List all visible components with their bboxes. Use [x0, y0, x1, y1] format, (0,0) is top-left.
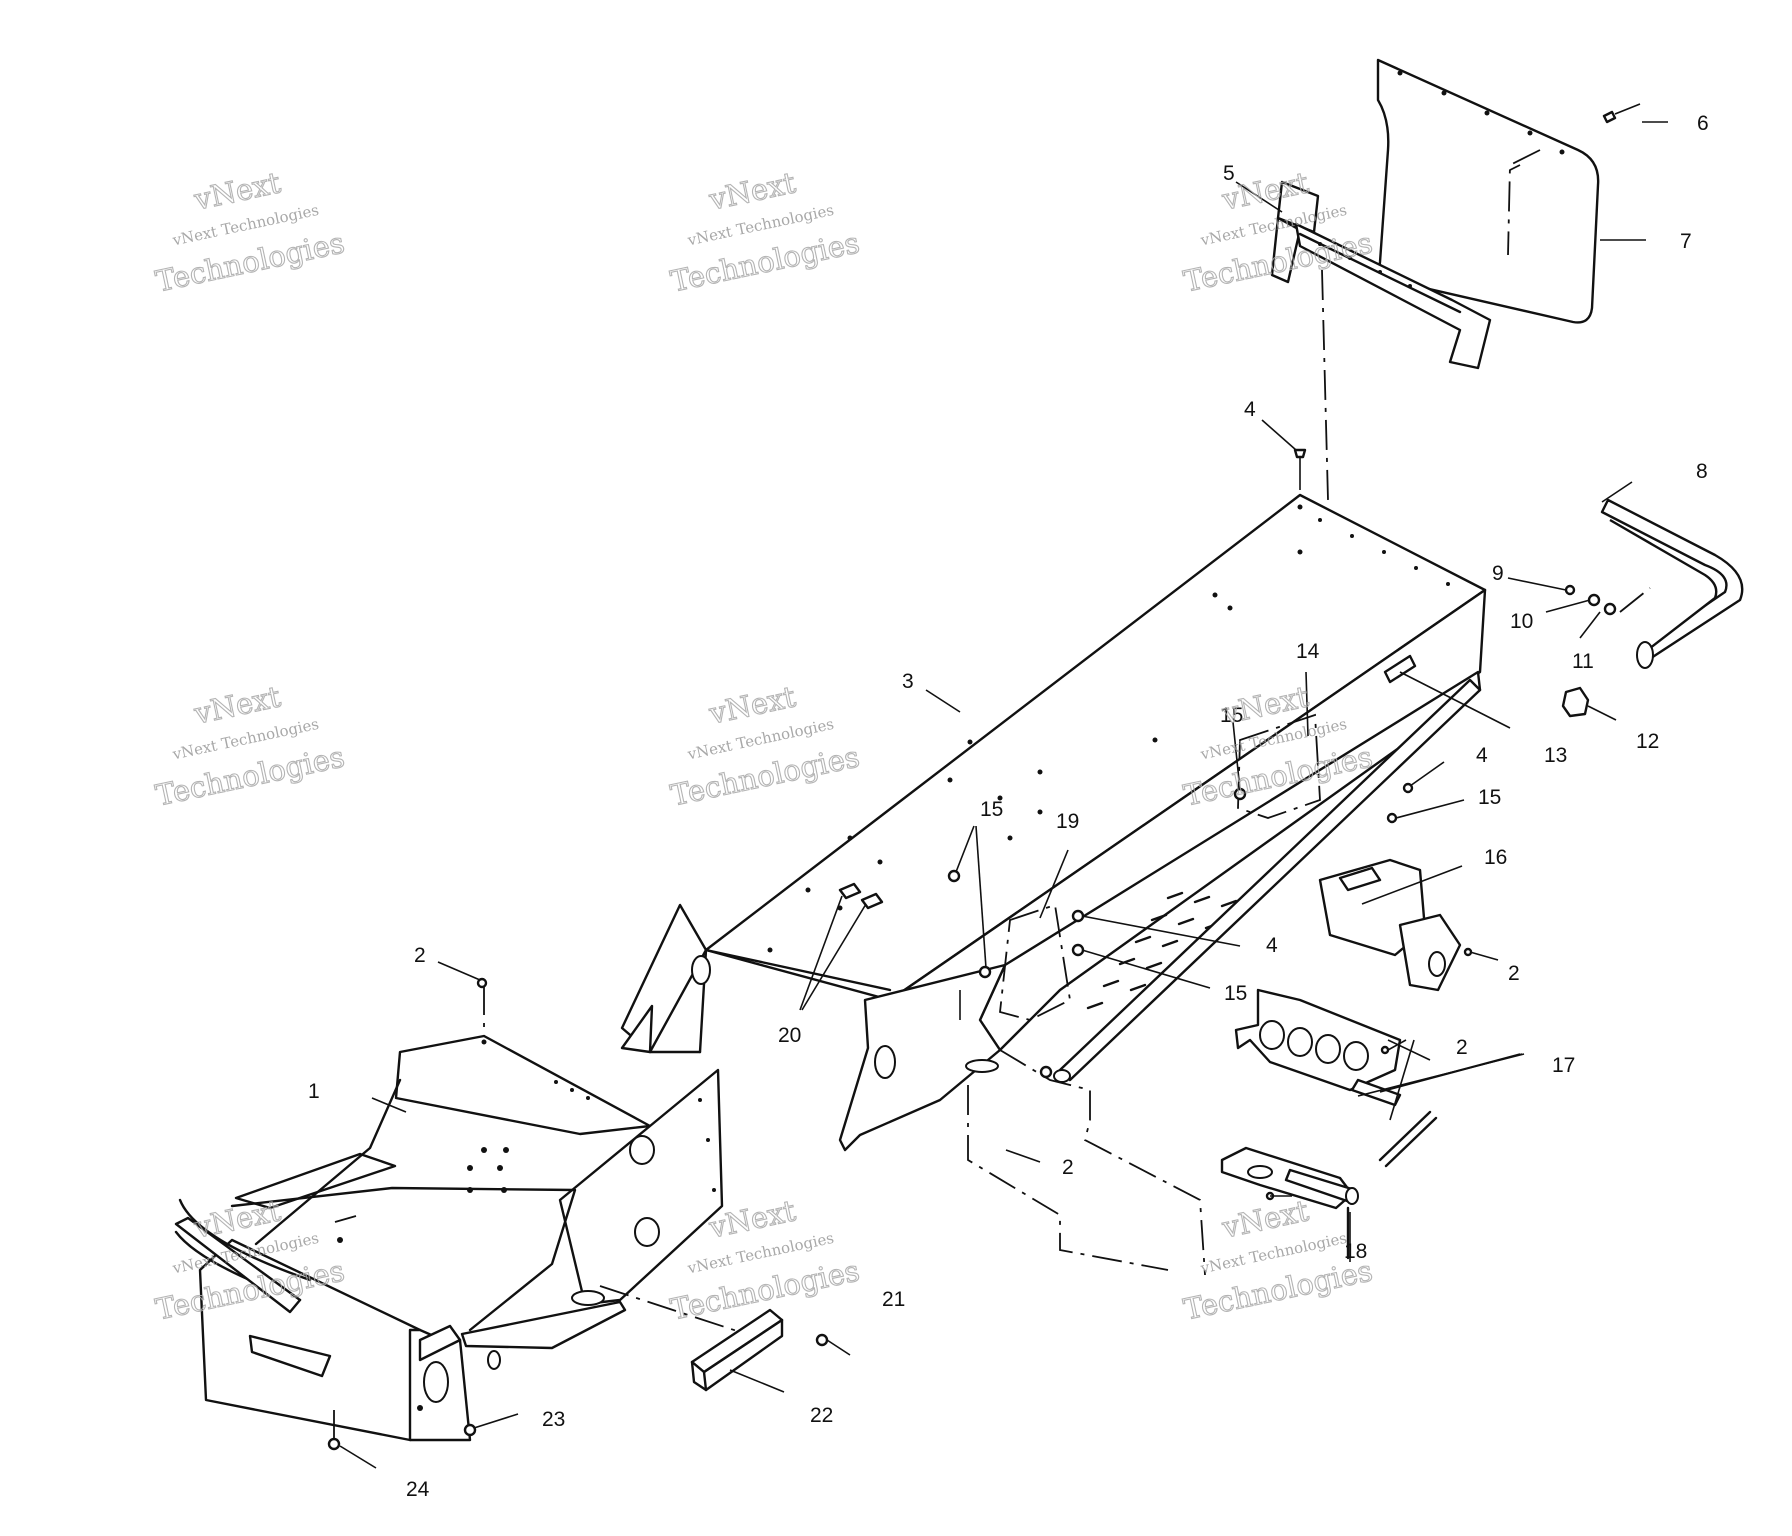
part-7-flap: [1376, 58, 1600, 324]
callout-15-b: 15: [1478, 786, 1501, 809]
callout-7: 7: [1680, 230, 1692, 253]
part-8-bumper: [1600, 498, 1744, 669]
callout-1: 1: [308, 1080, 320, 1103]
callout-17: 17: [1552, 1054, 1575, 1077]
centerline-lower-2: [967, 1085, 1169, 1271]
callout-14: 14: [1296, 640, 1320, 663]
part-18-bracket: [1220, 1110, 1438, 1260]
callout-3: 3: [902, 670, 914, 693]
callout-23: 23: [542, 1408, 565, 1431]
callout-20: 20: [778, 1024, 801, 1047]
part-1-front-frame: [174, 985, 741, 1442]
callout-9: 9: [1492, 562, 1504, 585]
svg-text:vNext: vNext: [190, 1193, 283, 1245]
callout-6: 6: [1697, 112, 1709, 135]
watermark-top-left: vNext vNext Technologies Technologies: [152, 165, 348, 299]
part-12-cap: [1561, 686, 1590, 718]
watermark-top-right: vNext vNext Technologies Technologies: [1180, 165, 1376, 299]
svg-text:vNext: vNext: [705, 165, 798, 217]
callout-21: 21: [882, 1288, 905, 1311]
part-6-fastener: [1602, 103, 1641, 124]
callout-5: 5: [1223, 162, 1235, 185]
centerline-lower: [999, 1049, 1206, 1276]
watermark-mid-left: vNext vNext Technologies Technologies: [152, 679, 348, 813]
part-5-bracket: [1270, 180, 1492, 370]
callout-12: 12: [1636, 730, 1659, 753]
callout-13: 13: [1544, 744, 1567, 767]
callout-15-d: 15: [1224, 982, 1247, 1005]
callout-labels: 6 5 7 4 8 9 10 11 3 14 13 12 15 4 15 15 …: [308, 112, 1709, 1501]
callout-15-a: 15: [1220, 704, 1243, 727]
callout-24: 24: [406, 1478, 430, 1501]
part-16-box: [1318, 858, 1462, 992]
watermark-top-center: vNext vNext Technologies Technologies: [667, 165, 863, 299]
svg-text:vNext: vNext: [190, 679, 283, 731]
callout-22: 22: [810, 1404, 833, 1427]
callout-11: 11: [1572, 650, 1594, 673]
svg-text:vNext: vNext: [190, 165, 283, 217]
part-17-plate: [1234, 988, 1402, 1107]
callout-10: 10: [1510, 610, 1533, 633]
part-4-fastener-top: [1293, 448, 1307, 490]
callout-2-lower: 2: [1062, 1156, 1074, 1179]
callout-16: 16: [1484, 846, 1507, 869]
part-22-angle-bracket: [690, 1308, 784, 1392]
part-21-bolt: [815, 1333, 851, 1356]
svg-text:vNext: vNext: [1218, 1193, 1311, 1245]
fasteners-front: [327, 977, 488, 1451]
callout-19: 19: [1056, 810, 1079, 833]
svg-text:vNext: vNext: [705, 679, 798, 731]
callout-2-front: 2: [414, 944, 426, 967]
callout-4-low: 4: [1266, 934, 1278, 957]
callout-18: 18: [1344, 1240, 1367, 1263]
callout-4-mid: 4: [1476, 744, 1488, 767]
callout-2-mid: 2: [1456, 1036, 1468, 1059]
callout-8: 8: [1696, 460, 1708, 483]
callout-4-top: 4: [1244, 398, 1256, 421]
callout-2-right: 2: [1508, 962, 1520, 985]
watermark-mid-center: vNext vNext Technologies Technologies: [667, 679, 863, 813]
tunnel-side-panel: [838, 654, 1482, 1152]
centerline-5: [1321, 269, 1329, 501]
callout-15-c: 15: [980, 798, 1003, 821]
leader-lines: [339, 121, 1668, 1469]
